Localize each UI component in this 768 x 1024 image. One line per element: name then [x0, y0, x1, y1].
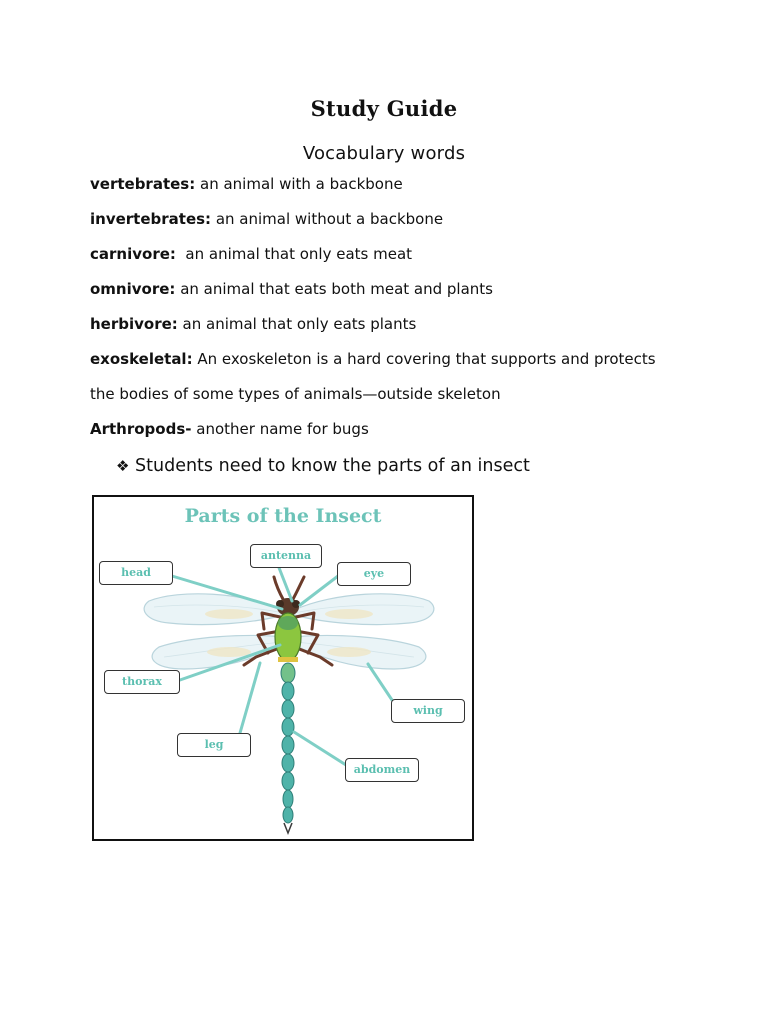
wing-upper-right: [293, 593, 435, 626]
label-head: head: [99, 561, 173, 585]
label-leg: leg: [177, 733, 251, 757]
vocab-item-exoskeletal: exoskeletal: An exoskeleton is a hard co…: [90, 350, 750, 368]
label-antenna: antenna: [250, 544, 322, 568]
vocab-term: Arthropods-: [90, 420, 192, 438]
legs: [242, 611, 334, 667]
thorax-leader-line: [178, 643, 282, 682]
label-wing: wing: [391, 699, 465, 723]
abdomen-shape: [280, 662, 296, 824]
label-thorax: thorax: [104, 670, 180, 694]
vocab-definition: an animal that only eats plants: [177, 315, 417, 333]
abdomen-leader-line: [292, 730, 348, 767]
vocab-definition: an animal that eats both meat and plants: [175, 280, 493, 298]
diamond-bullet-icon: ❖: [116, 457, 130, 475]
page-title: Study Guide: [310, 96, 458, 121]
bullet-item: ❖ Students need to know the parts of an …: [116, 456, 530, 476]
vocab-item-herbivore: herbivore: an animal that only eats plan…: [90, 315, 750, 333]
vocab-definition: an animal that only eats meat: [175, 245, 413, 263]
vocab-item-invertebrates: invertebrates: an animal without a backb…: [90, 210, 750, 228]
vocab-item-vertebrates: vertebrates: an animal with a backbone: [90, 175, 750, 193]
vocab-definition: an animal without a backbone: [211, 210, 444, 228]
wing-tints: [205, 609, 373, 657]
label-eye: eye: [337, 562, 411, 586]
wing-leader-line: [366, 662, 394, 702]
vocab-term: exoskeletal:: [90, 350, 193, 368]
eye-leader-line: [298, 574, 340, 607]
diagram-title: Parts of the Insect: [184, 505, 382, 527]
dragonfly-illustration: [143, 558, 435, 836]
vocab-definition: another name for bugs: [191, 420, 369, 438]
wing-upper-left: [143, 593, 285, 626]
thorax-band: [278, 657, 298, 662]
vocab-item-carnivore: carnivore: an animal that only eats meat: [90, 245, 750, 263]
vocab-item-omnivore: omnivore: an animal that eats both meat …: [90, 280, 750, 298]
leg-leader-line: [238, 661, 262, 735]
leader-lines: [170, 558, 394, 767]
vocab-item-arthropods: Arthropods- another name for bugs: [90, 420, 750, 438]
antennae: [272, 575, 306, 603]
vocab-term: carnivore:: [90, 245, 176, 263]
page-subtitle: Vocabulary words: [302, 143, 466, 164]
vocab-term: omnivore:: [90, 280, 176, 298]
vocab-continuation: the bodies of some types of animals—outs…: [90, 385, 501, 403]
vocab-term: herbivore:: [90, 315, 178, 333]
vocab-term: invertebrates:: [90, 210, 212, 228]
vocab-definition: an animal with a backbone: [195, 175, 403, 193]
vocab-definition: An exoskeleton is a hard covering that s…: [192, 350, 656, 368]
insect-diagram: Parts of the Insect antenna head eye tho…: [92, 495, 474, 841]
head-leader-line: [170, 574, 284, 611]
label-abdomen: abdomen: [345, 758, 419, 782]
vocab-term: vertebrates:: [90, 175, 196, 193]
bullet-text: Students need to know the parts of an in…: [135, 456, 530, 476]
